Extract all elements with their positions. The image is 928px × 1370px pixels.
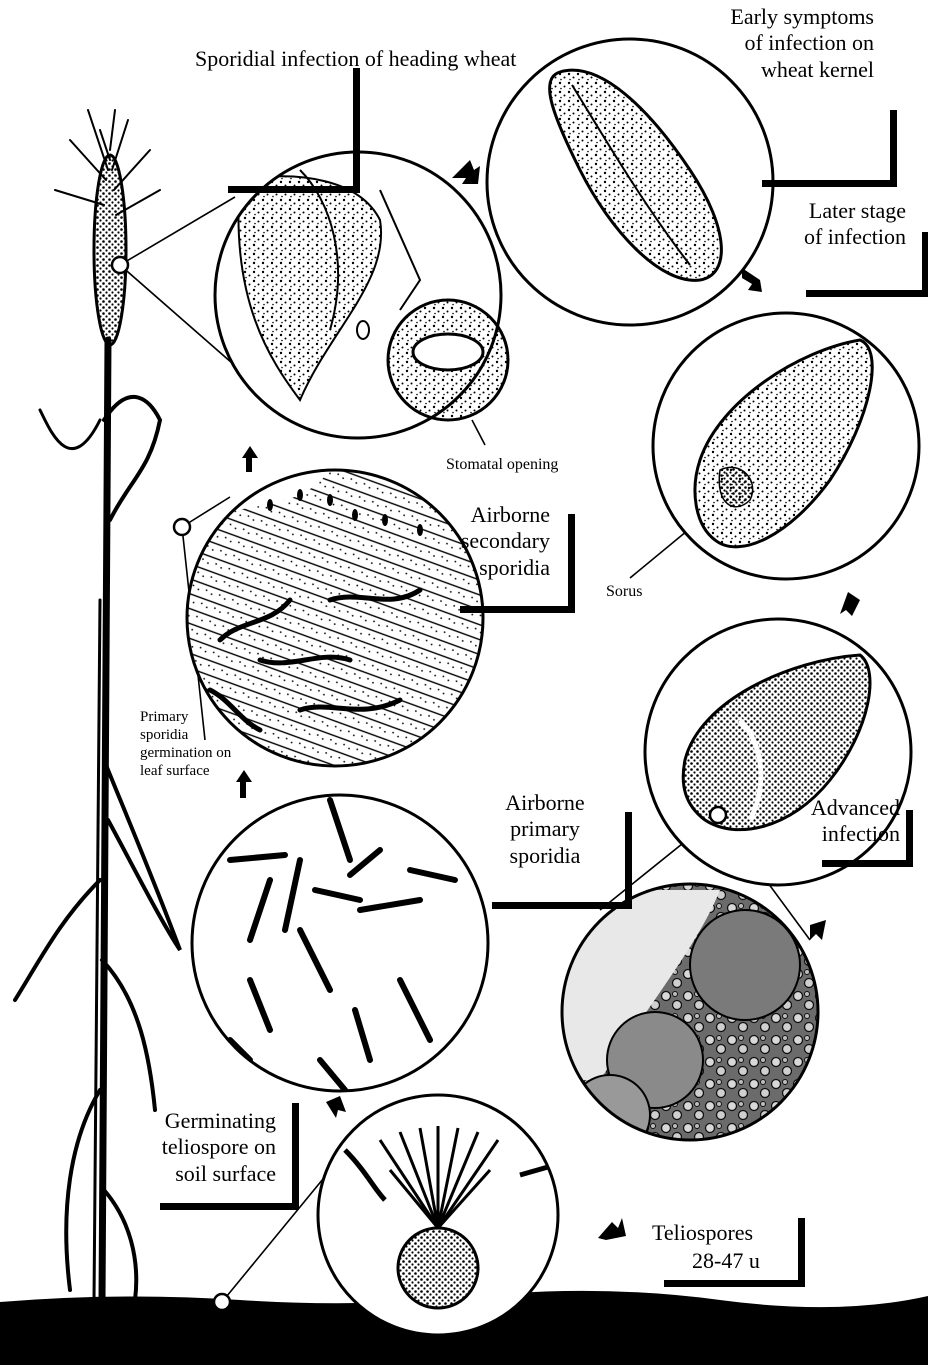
label-bracket [160,1103,299,1210]
label-bracket [228,68,360,193]
circle-later-stage [653,313,919,579]
label-bracket [806,232,928,297]
label-bracket [762,110,897,187]
circle-teliospores [560,884,818,1155]
label-bracket [460,514,575,613]
label-bracket [822,810,913,867]
label-bracket [492,812,632,909]
label-primary-germination: Primary sporidia germination on leaf sur… [140,708,240,780]
label-sorus: Sorus [606,582,642,601]
circle-primary-sporidia [192,795,488,1091]
circle-heading-wheat [215,152,508,438]
label-early-symptoms: Early symptoms of infection on wheat ker… [730,4,874,83]
label-stomatal-opening: Stomatal opening [446,455,558,474]
circle-germinating-teliospore [318,1095,558,1335]
label-bracket [664,1218,805,1287]
